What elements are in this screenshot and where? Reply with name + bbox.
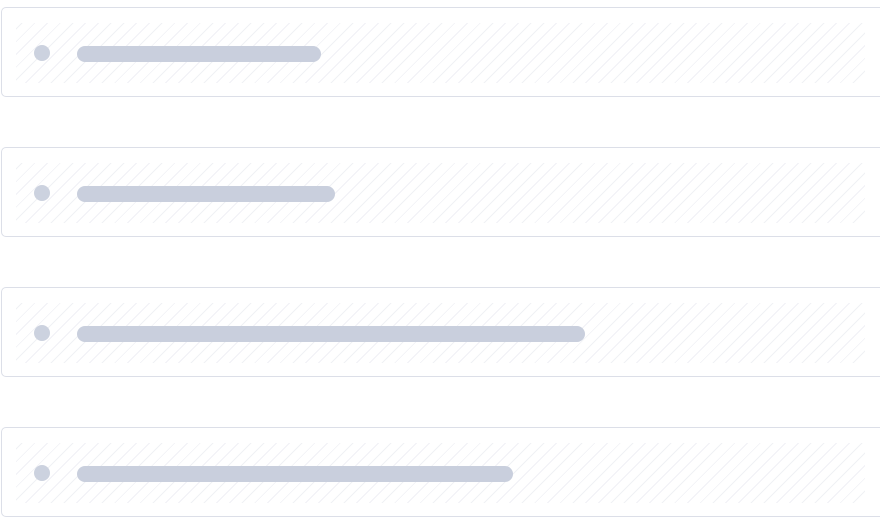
avatar-placeholder — [34, 465, 50, 481]
skeleton-list-item — [1, 147, 880, 237]
text-placeholder — [77, 466, 513, 482]
avatar-placeholder — [34, 185, 50, 201]
text-placeholder — [77, 186, 335, 202]
skeleton-list-item — [1, 7, 880, 97]
skeleton-list-item — [1, 427, 880, 517]
text-placeholder — [77, 326, 585, 342]
skeleton-list-item — [1, 287, 880, 377]
text-placeholder — [77, 46, 321, 62]
avatar-placeholder — [34, 325, 50, 341]
avatar-placeholder — [34, 45, 50, 61]
